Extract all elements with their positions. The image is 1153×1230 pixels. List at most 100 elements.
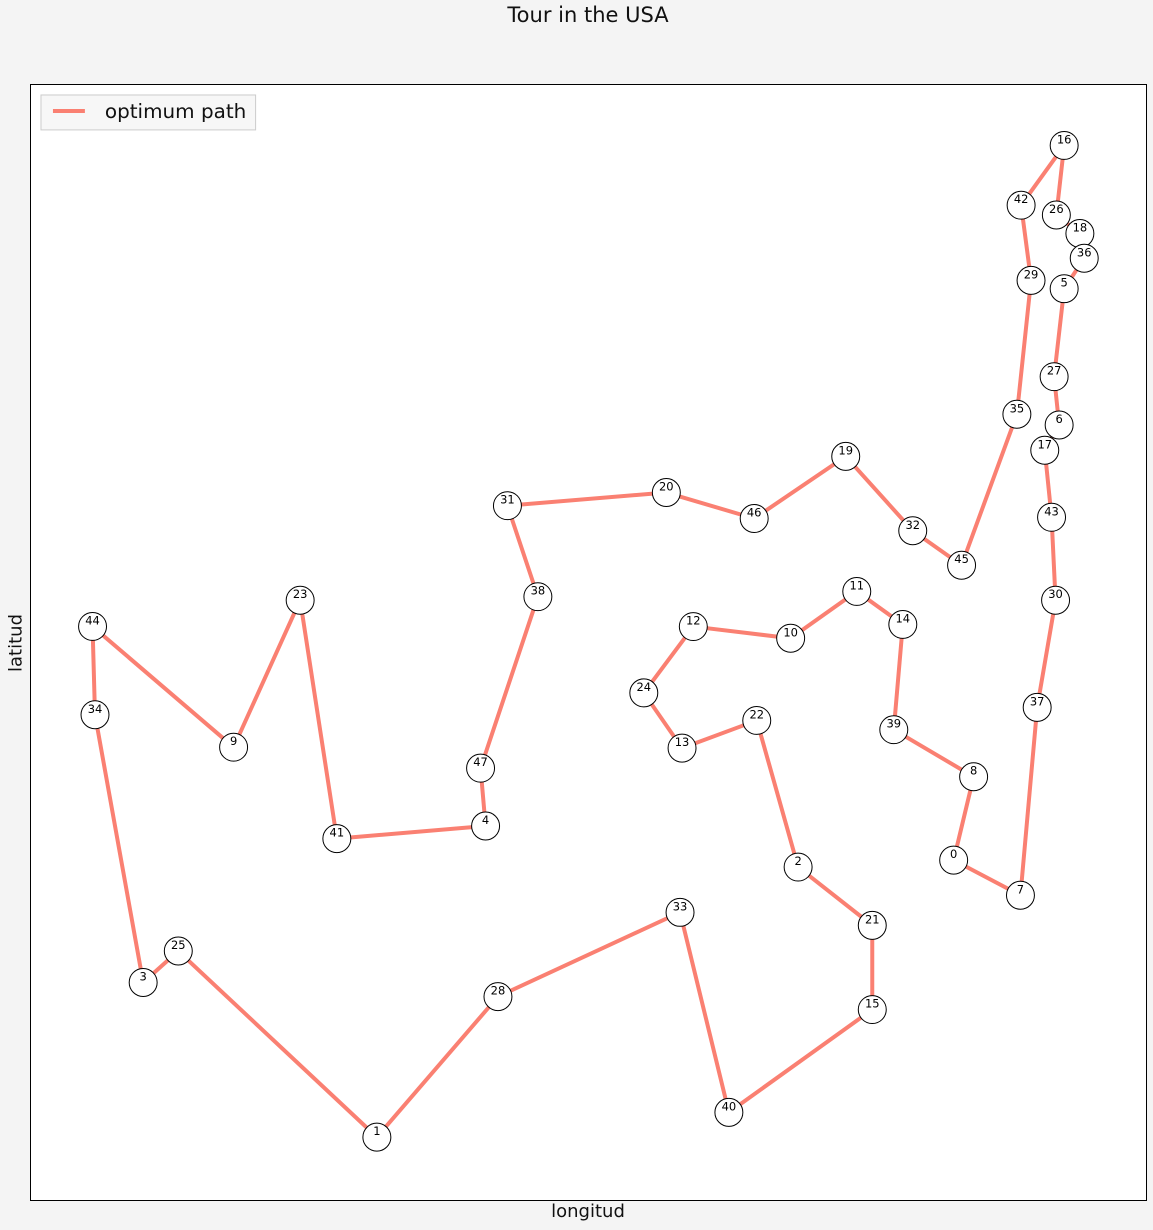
city-marker — [776, 623, 806, 653]
tour-segment-4-41 — [334, 824, 488, 841]
city-node-44: 44 — [78, 611, 108, 641]
city-marker — [783, 852, 813, 882]
city-label: 23 — [293, 587, 308, 601]
city-node-38: 38 — [523, 582, 553, 612]
city-label: 35 — [1010, 401, 1025, 415]
city-node-6: 6 — [1044, 410, 1074, 440]
city-label: 37 — [1030, 694, 1045, 708]
city-node-37: 37 — [1022, 692, 1052, 722]
city-node-9: 9 — [219, 732, 249, 762]
city-label: 17 — [1037, 437, 1052, 451]
city-marker — [629, 678, 659, 708]
city-node-41: 41 — [322, 824, 352, 854]
tour-segment-28-33 — [495, 910, 683, 999]
city-marker — [362, 1122, 392, 1152]
city-marker — [1037, 502, 1067, 532]
city-node-7: 7 — [1005, 880, 1035, 910]
city-node-23: 23 — [285, 585, 315, 615]
y-axis-label: latitud — [5, 614, 27, 672]
city-marker — [742, 705, 772, 735]
city-label: 6 — [1055, 412, 1062, 426]
city-marker — [831, 441, 861, 471]
city-label: 12 — [686, 614, 701, 628]
city-marker — [78, 611, 108, 641]
city-label: 9 — [230, 734, 237, 748]
city-marker — [1016, 265, 1046, 295]
city-marker — [1030, 435, 1060, 465]
city-marker — [667, 733, 697, 763]
city-node-21: 21 — [857, 910, 887, 940]
city-label: 2 — [794, 854, 801, 868]
city-node-18: 18 — [1065, 219, 1095, 248]
city-marker — [1049, 130, 1079, 160]
city-label: 10 — [783, 625, 798, 639]
city-node-30: 30 — [1041, 585, 1071, 615]
tour-segment-37-30 — [1035, 598, 1058, 710]
city-label: 32 — [905, 518, 920, 532]
tour-segment-34-3 — [93, 712, 146, 985]
tour-segment-20-31 — [505, 490, 669, 508]
city-marker — [947, 550, 977, 580]
tour-path-layer — [90, 143, 1087, 1140]
city-marker — [1069, 243, 1099, 273]
city-label: 0 — [950, 847, 957, 861]
city-node-32: 32 — [898, 516, 928, 546]
legend-label: optimum path — [105, 99, 246, 123]
city-marker — [665, 897, 695, 927]
city-marker — [898, 516, 928, 546]
city-marker — [1041, 200, 1071, 230]
city-node-33: 33 — [665, 897, 695, 927]
city-marker — [471, 811, 501, 841]
city-label: 15 — [865, 997, 880, 1011]
city-marker — [1005, 880, 1035, 910]
city-node-43: 43 — [1037, 502, 1067, 532]
city-label: 18 — [1073, 221, 1088, 235]
city-nodes-layer: 0123456789101112131415161718192021222324… — [78, 130, 1099, 1152]
tour-segment-41-23 — [298, 598, 339, 841]
city-node-12: 12 — [678, 612, 708, 642]
chart-title: Tour in the USA — [507, 3, 669, 27]
city-label: 14 — [896, 611, 911, 625]
tour-segment-29-35 — [1014, 278, 1034, 417]
city-node-27: 27 — [1039, 362, 1069, 392]
tour-segment-25-1 — [176, 949, 379, 1140]
tour-segment-19-46 — [752, 454, 848, 521]
city-marker — [1022, 692, 1052, 722]
city-label: 25 — [171, 938, 186, 952]
city-label: 46 — [747, 506, 762, 520]
city-marker — [492, 491, 522, 521]
tour-segment-14-39 — [891, 622, 905, 732]
tour-segment-23-9 — [231, 598, 303, 750]
tour-segment-40-15 — [726, 1007, 875, 1115]
city-node-25: 25 — [163, 936, 193, 966]
city-marker — [523, 582, 553, 612]
city-node-20: 20 — [651, 478, 681, 508]
city-node-4: 4 — [471, 811, 501, 841]
city-label: 42 — [1014, 192, 1029, 206]
city-label: 45 — [954, 552, 969, 566]
city-node-29: 29 — [1016, 265, 1046, 295]
city-label: 29 — [1024, 267, 1039, 281]
city-node-17: 17 — [1030, 435, 1060, 465]
city-label: 27 — [1047, 364, 1062, 378]
city-node-16: 16 — [1049, 130, 1079, 160]
city-label: 13 — [675, 735, 690, 749]
city-node-22: 22 — [742, 705, 772, 735]
city-label: 28 — [491, 984, 506, 998]
city-label: 11 — [849, 578, 864, 592]
city-marker — [80, 700, 110, 730]
city-node-42: 42 — [1006, 190, 1036, 220]
city-marker — [857, 995, 887, 1025]
city-label: 5 — [1061, 276, 1068, 290]
city-label: 31 — [500, 493, 515, 507]
city-label: 24 — [637, 680, 652, 694]
city-node-35: 35 — [1002, 399, 1032, 429]
city-marker — [163, 936, 193, 966]
city-marker — [466, 753, 496, 783]
tour-segment-46-20 — [664, 490, 757, 521]
city-label: 39 — [886, 717, 901, 731]
city-marker — [879, 715, 909, 745]
city-label: 30 — [1048, 587, 1063, 601]
city-marker — [285, 585, 315, 615]
city-node-19: 19 — [831, 441, 861, 471]
